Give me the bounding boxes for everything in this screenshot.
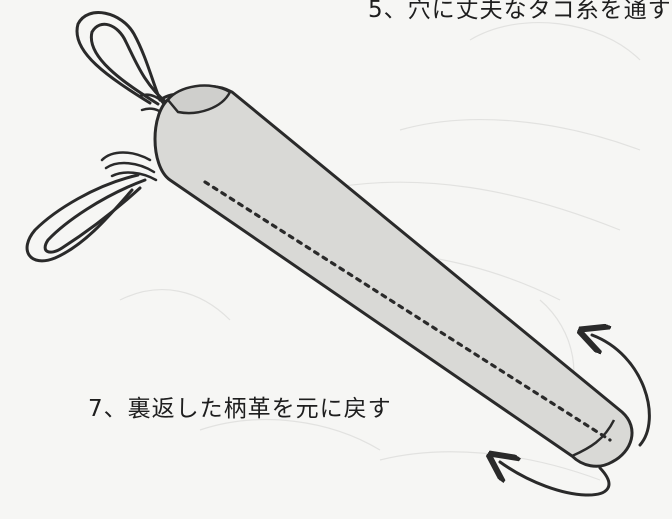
stitch-line bbox=[203, 180, 612, 442]
step7-caption: 7、裏返した柄革を元に戻す bbox=[88, 396, 392, 422]
rotation-arrows bbox=[500, 335, 651, 497]
string-loop-top bbox=[75, 11, 186, 106]
top-caption: 5、穴に丈夫なタコ糸を通す bbox=[368, 0, 672, 23]
string-loop-bottom bbox=[25, 173, 147, 263]
tube-bottom-edge bbox=[571, 419, 616, 458]
tube-opening bbox=[166, 84, 232, 115]
